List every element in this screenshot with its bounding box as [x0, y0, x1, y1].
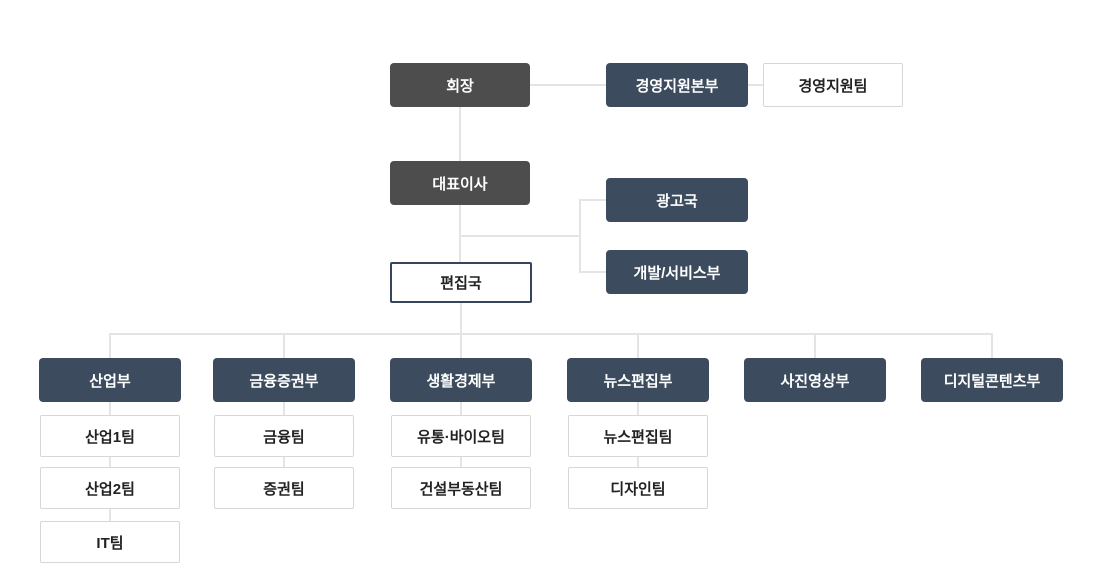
node-ceo: 대표이사 — [390, 161, 530, 205]
node-dept-industry: 산업부 — [39, 358, 181, 402]
node-team-securities: 증권팀 — [214, 467, 354, 509]
node-dept-finance-securities: 금융증권부 — [213, 358, 355, 402]
connector-stub-ad-bureau — [579, 199, 607, 201]
connector-chairman-mgmthq — [530, 84, 606, 86]
connector-life-team1 — [460, 402, 462, 415]
node-dept-photo-video: 사진영상부 — [744, 358, 886, 402]
connector-industry2-it — [109, 509, 111, 521]
connector-drop-news — [637, 334, 639, 358]
node-team-industry2: 산업2팀 — [40, 467, 180, 509]
connector-retail-construction — [460, 457, 462, 467]
node-dept-life-economy: 생활경제부 — [390, 358, 532, 402]
node-team-news-editing: 뉴스편집팀 — [568, 415, 708, 457]
node-team-retail-bio: 유통·바이오팀 — [391, 415, 531, 457]
connector-finance-securities — [283, 457, 285, 467]
connector-finance-team1 — [283, 402, 285, 415]
node-team-construction-realestate: 건설부동산팀 — [391, 467, 531, 509]
connector-ceo-branch — [459, 235, 580, 237]
node-team-industry1: 산업1팀 — [40, 415, 180, 457]
connector-editorial-trunk — [460, 302, 462, 334]
connector-industry1-industry2 — [109, 457, 111, 467]
connector-ceo-editorial — [459, 204, 461, 263]
connector-drop-digital — [991, 334, 993, 358]
connector-newsedit-design — [637, 457, 639, 467]
node-mgmt-support-hq: 경영지원본부 — [606, 63, 748, 107]
node-dept-digital-content: 디지털콘텐츠부 — [921, 358, 1063, 402]
connector-stub-dev-service — [579, 271, 607, 273]
node-editorial-bureau: 편집국 — [390, 262, 532, 303]
node-dept-news-editing: 뉴스편집부 — [567, 358, 709, 402]
connector-mgmthq-mgmtteam — [748, 84, 764, 86]
connector-drop-industry — [109, 334, 111, 358]
node-team-design: 디자인팀 — [568, 467, 708, 509]
node-chairman: 회장 — [390, 63, 530, 107]
connector-branch-bracket — [579, 199, 581, 273]
node-mgmt-support-team: 경영지원팀 — [763, 63, 903, 107]
connector-chairman-ceo — [459, 107, 461, 162]
node-team-finance: 금융팀 — [214, 415, 354, 457]
connector-drop-finance — [283, 334, 285, 358]
connector-main-horizontal — [109, 333, 993, 335]
connector-industry-team1 — [109, 402, 111, 415]
node-ad-bureau: 광고국 — [606, 178, 748, 222]
connector-drop-photo — [814, 334, 816, 358]
node-team-it: IT팀 — [40, 521, 180, 563]
node-dev-service-dept: 개발/서비스부 — [606, 250, 748, 294]
connector-news-team1 — [637, 402, 639, 415]
connector-drop-life — [460, 334, 462, 358]
